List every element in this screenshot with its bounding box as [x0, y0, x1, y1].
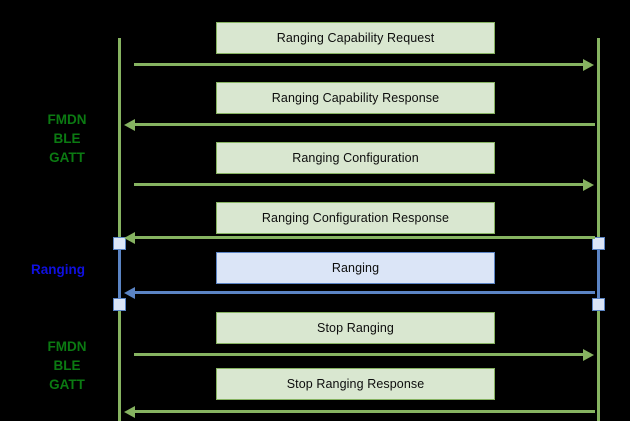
message-arrow-ranging-capability-request	[134, 58, 594, 71]
arrow-head-stop-ranging	[583, 348, 594, 361]
message-label-ranging-capability-request: Ranging Capability Request	[276, 31, 435, 45]
arrow-head-ranging-configuration-response	[124, 231, 135, 244]
message-arrow-ranging-capability-response	[124, 118, 595, 131]
left-lifeline	[118, 38, 121, 421]
arrow-head-ranging-capability-request	[583, 58, 594, 71]
message-label-ranging-capability-response: Ranging Capability Response	[271, 91, 440, 105]
left-ranging-activation	[118, 243, 121, 304]
message-label-ranging-configuration-response: Ranging Configuration Response	[261, 211, 450, 225]
right-ranging-activation	[597, 243, 600, 304]
message-label-ranging-configuration: Ranging Configuration	[292, 151, 419, 165]
message-arrow-ranging	[124, 286, 595, 299]
phase-label-phase-bottom: FMDN BLE GATT	[47, 339, 87, 392]
arrow-head-stop-ranging-response	[124, 405, 135, 418]
message-arrow-stop-ranging-response	[124, 405, 595, 418]
message-box-ranging-configuration-response: Ranging Configuration Response	[216, 202, 495, 234]
phase-label-phase-top: FMDN BLE GATT	[47, 112, 87, 165]
right-ranging-activation-start-node	[592, 236, 605, 250]
right-ranging-activation-end-node	[592, 297, 605, 311]
message-arrow-ranging-configuration	[134, 178, 594, 191]
message-box-stop-ranging: Stop Ranging	[216, 312, 495, 344]
message-box-ranging-configuration: Ranging Configuration	[216, 142, 495, 174]
message-label-stop-ranging-response: Stop Ranging Response	[286, 377, 425, 391]
phase-label-phase-middle: Ranging	[31, 262, 85, 277]
message-label-ranging: Ranging	[331, 261, 380, 275]
message-box-stop-ranging-response: Stop Ranging Response	[216, 368, 495, 400]
arrow-head-ranging	[124, 286, 135, 299]
arrow-head-ranging-capability-response	[124, 118, 135, 131]
message-label-stop-ranging: Stop Ranging	[317, 321, 394, 335]
message-box-ranging: Ranging	[216, 252, 495, 284]
left-ranging-activation-end-node	[113, 297, 126, 311]
message-arrow-ranging-configuration-response	[124, 231, 595, 244]
arrow-head-ranging-configuration	[583, 178, 594, 191]
message-box-ranging-capability-response: Ranging Capability Response	[216, 82, 495, 114]
message-box-ranging-capability-request: Ranging Capability Request	[216, 22, 495, 54]
message-arrow-stop-ranging	[134, 348, 594, 361]
right-lifeline	[597, 38, 600, 421]
